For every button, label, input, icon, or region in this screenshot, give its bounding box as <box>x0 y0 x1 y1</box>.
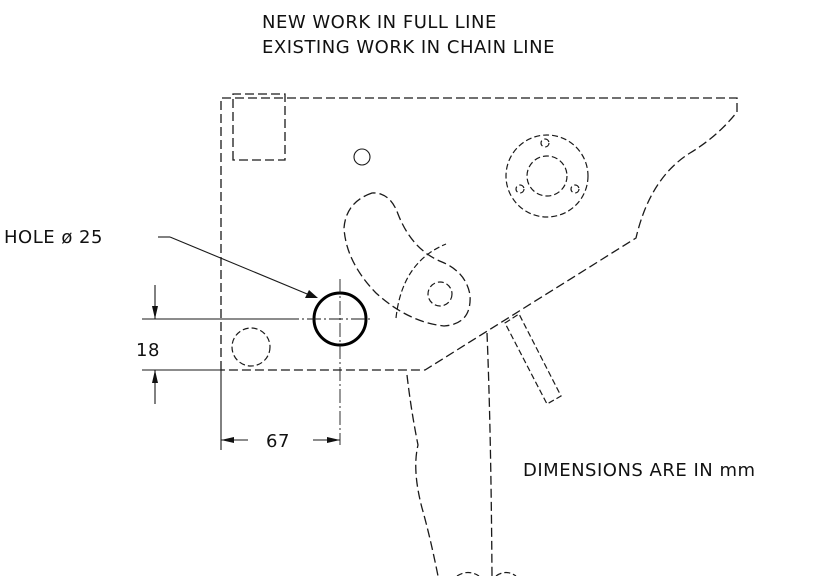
lower-arm-end <box>456 571 480 576</box>
existing-bracket <box>220 93 738 576</box>
lower-arm <box>406 374 439 576</box>
flange-bolt-hole <box>540 138 550 148</box>
rod <box>504 313 562 405</box>
flange-bolt-hole <box>515 184 525 194</box>
small-hole <box>353 148 371 166</box>
arrowhead <box>305 290 318 298</box>
dimension-67-value: 67 <box>266 431 290 452</box>
bracket-outline <box>220 97 738 371</box>
note-existing-work: EXISTING WORK IN CHAIN LINE <box>262 37 555 58</box>
arrowhead <box>152 370 158 383</box>
leader-line <box>169 236 313 297</box>
arrowhead <box>327 437 340 443</box>
note-units: DIMENSIONS ARE IN mm <box>523 460 756 481</box>
existing-hole <box>231 327 271 367</box>
arrowhead <box>221 437 234 443</box>
curved-link <box>343 192 471 327</box>
dimension-18: 18 <box>136 285 285 404</box>
link-pin <box>427 281 453 307</box>
lower-arm-end <box>495 571 517 576</box>
note-new-work: NEW WORK IN FULL LINE <box>262 12 497 33</box>
flange-bolt-hole <box>570 184 580 194</box>
dimension-67: 67 <box>220 370 340 452</box>
flange-inner <box>526 155 568 197</box>
link-divider <box>395 243 447 319</box>
arrowhead <box>152 306 158 319</box>
hole-callout: HOLE ø 25 <box>4 227 318 298</box>
flange-outer <box>505 134 589 218</box>
new-hole-group <box>285 279 372 445</box>
lower-arm <box>486 332 493 576</box>
top-tab <box>232 93 286 161</box>
hole-callout-label: HOLE ø 25 <box>4 227 103 248</box>
dimension-18-value: 18 <box>136 340 160 361</box>
